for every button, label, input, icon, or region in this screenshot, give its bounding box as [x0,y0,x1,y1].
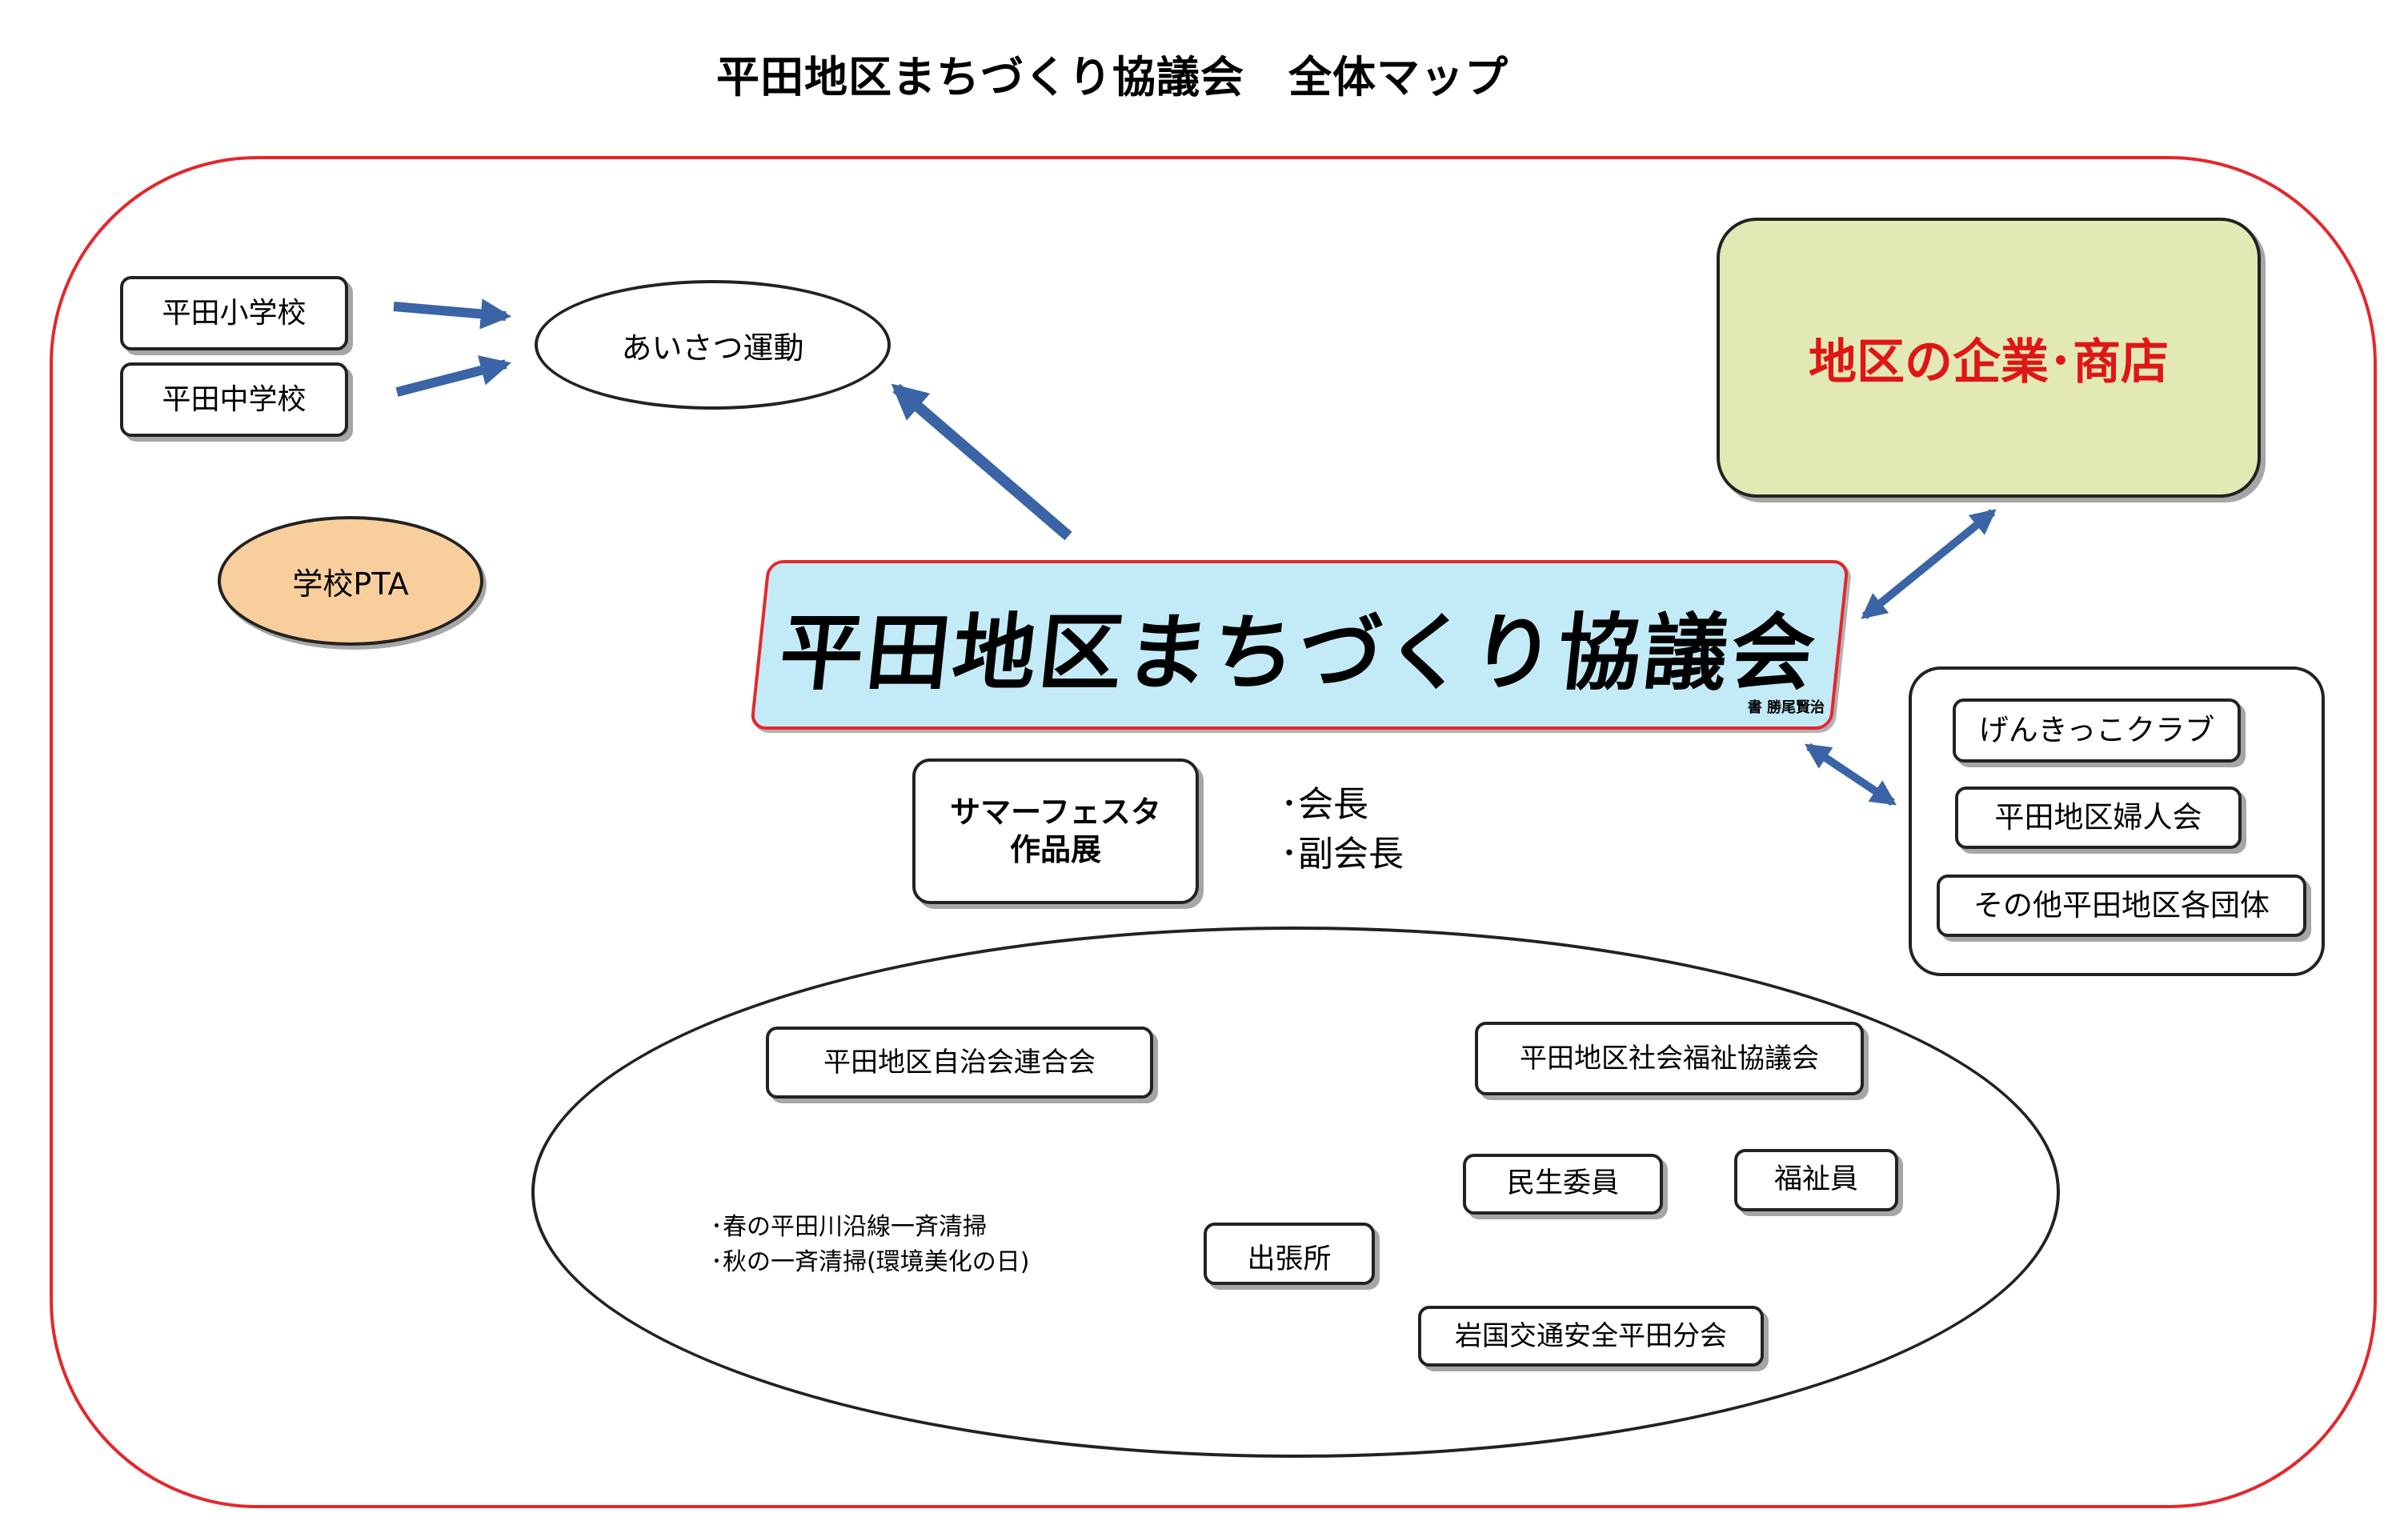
welfare-council-box: 平田地区社会福祉協議会 [1475,1022,1864,1095]
womens-association-label: 平田地区婦人会 [1994,799,2202,835]
council-signature: 書 勝尾賢治 [1747,699,1825,716]
other-groups-label: その他平田地区各団体 [1973,887,2270,923]
greeting-movement-label: あいさつ運動 [621,330,804,366]
local-organizations-ellipse [531,927,2060,1458]
genkikko-club-label: げんきっこクラブ [1978,712,2215,747]
role-chairman: ･会長 [1280,784,1368,825]
companies-shops-label: 地区の企業･商店 [1809,334,2169,390]
fukushi-label: 福祉員 [1773,1163,1858,1196]
school-elementary-label: 平田小学校 [162,297,307,330]
minsei-label: 民生委員 [1506,1167,1619,1200]
spring-cleanup: ･春の平田川沿線一斉清掃 [711,1213,987,1241]
arrow-elementary-to-greeting [393,298,512,330]
page-title: 平田地区まちづくり協議会 全体マップ [716,52,1509,102]
council-banner: 平田地区まちづくり協議会 [749,560,1850,730]
role-vice-chairman: ･副会長 [1280,834,1404,875]
greeting-movement-ellipse: あいさつ運動 [535,280,891,410]
summer-festa-box: サマーフェスタ 作品展 [912,758,1199,904]
outer-frame [50,156,2377,1508]
arrow-council-companies [1861,509,1997,619]
summer-festa-label: サマーフェスタ [950,794,1161,830]
school-elementary-box: 平田小学校 [120,276,348,350]
womens-association-box: 平田地区婦人会 [1955,787,2242,849]
other-groups-box: その他平田地区各団体 [1937,875,2306,937]
genkikko-club-box: げんきっこクラブ [1953,698,2241,762]
pta-label: 学校PTA [292,566,409,602]
school-junior-high-box: 平田中学校 [120,362,348,437]
branch-office-label: 出張所 [1247,1243,1332,1276]
branch-office-box: 出張所 [1204,1223,1375,1285]
council-name: 平田地区まちづくり協議会 [775,602,1823,702]
arrow-council-to-greeting [891,383,1072,541]
traffic-safety-label: 岩国交通安全平田分会 [1455,1319,1727,1352]
fukushi-box: 福祉員 [1734,1149,1898,1211]
arrow-junior-high-to-greeting [395,355,511,397]
exhibition-label: 作品展 [1009,832,1101,867]
federation-label: 平田地区自治会連合会 [823,1046,1096,1079]
roles-list: ･会長 ･副会長 [1280,780,1404,879]
companies-shops-box: 地区の企業･商店 [1717,218,2261,498]
welfare-council-label: 平田地区社会福祉協議会 [1520,1042,1819,1075]
school-junior-high-label: 平田中学校 [162,383,307,416]
pta-ellipse: 学校PTA [218,516,483,646]
arrow-council-groups [1805,742,1897,807]
cleanup-activities-list: ･春の平田川沿線一斉清掃 ･秋の一斉清掃(環境美化の日) [711,1210,1029,1280]
minsei-box: 民生委員 [1463,1154,1663,1215]
autumn-cleanup: ･秋の一斉清掃(環境美化の日) [711,1248,1030,1276]
federation-box: 平田地区自治会連合会 [766,1027,1153,1099]
traffic-safety-box: 岩国交通安全平田分会 [1418,1306,1764,1367]
